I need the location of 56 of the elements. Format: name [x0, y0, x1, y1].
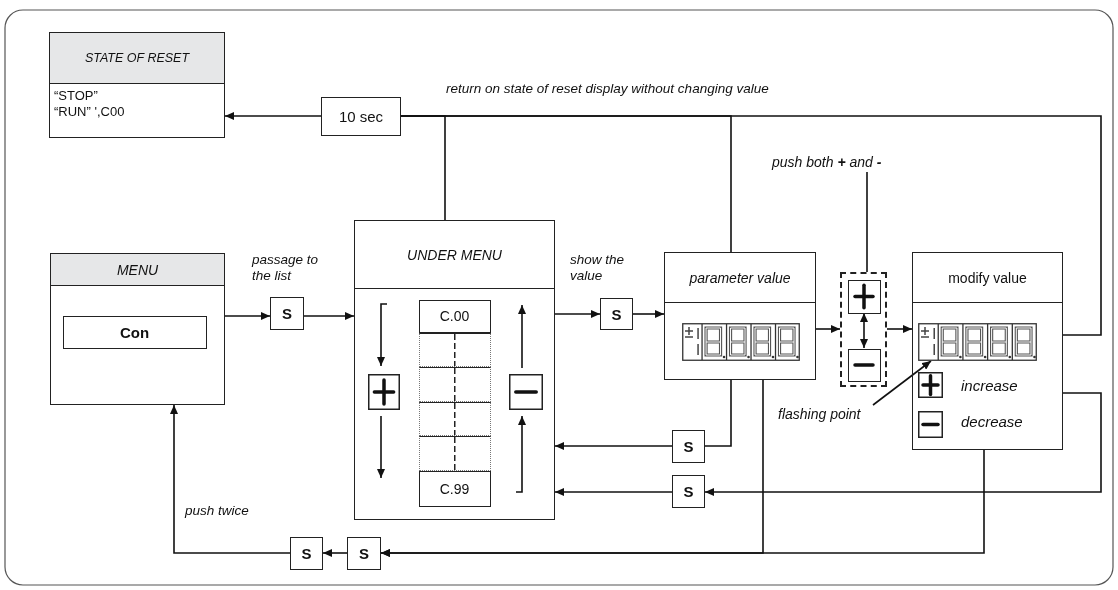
connector-line: [704, 379, 732, 447]
key-description: increase: [961, 377, 1018, 394]
annotation-text: push both + and -: [772, 152, 946, 172]
status-text: “STOP”: [54, 88, 98, 103]
list-item: C.99: [418, 470, 491, 507]
annotation-text: passage to the list: [252, 252, 320, 284]
s-key: S: [347, 537, 381, 570]
arrow: [815, 325, 841, 333]
double-arrow: [860, 312, 868, 349]
arrow: [224, 312, 271, 320]
status-text: “RUN” ',C00: [54, 104, 125, 119]
menu-item-box: Con: [62, 315, 207, 349]
parameter-box: [664, 252, 816, 380]
box-heading: UNDER MENU: [355, 221, 554, 289]
submenu-box: [354, 220, 555, 520]
connector-line: [866, 171, 868, 273]
connector-line: [400, 115, 1102, 336]
annotation-text: flashing point: [778, 405, 896, 423]
box-heading: STATE OF RESET: [50, 33, 224, 84]
arrow: [322, 549, 348, 557]
arrow: [886, 325, 913, 333]
menu-box: [50, 253, 225, 405]
arrow: [554, 310, 601, 318]
annotation-text: show the value: [570, 252, 626, 284]
list-item: C.00: [418, 299, 491, 333]
arrow: [554, 442, 673, 450]
box-heading: parameter value: [665, 253, 815, 303]
list-item: [418, 436, 491, 471]
annotation-text: return on state of reset display without changing value: [446, 81, 770, 97]
arrow: [632, 310, 665, 318]
box-heading: modify value: [913, 253, 1062, 303]
minus-key: [847, 348, 881, 382]
key-group: [840, 272, 887, 387]
timer-box: 10 sec: [321, 97, 401, 136]
arrow: [380, 449, 985, 557]
s-key: S: [672, 430, 705, 463]
arrow: [303, 312, 355, 320]
plus-key: [847, 279, 881, 314]
annotation-text: push twice: [185, 503, 250, 519]
box-heading: MENU: [51, 254, 224, 286]
modify-box: [912, 252, 1063, 450]
list-item: [418, 401, 491, 436]
arrow: [554, 488, 673, 496]
arrow: [170, 404, 291, 554]
s-key: S: [290, 537, 323, 570]
s-key: S: [672, 475, 705, 508]
arrow: [704, 392, 1102, 496]
s-key: S: [270, 297, 304, 330]
seven-segment-display: [917, 322, 1037, 361]
arrow: [872, 360, 932, 406]
s-key: S: [600, 298, 633, 330]
state-box: [49, 32, 225, 138]
key-description: decrease: [961, 413, 1023, 430]
arrow: [224, 112, 322, 120]
list-item: [418, 332, 491, 367]
list-item: [418, 367, 491, 402]
